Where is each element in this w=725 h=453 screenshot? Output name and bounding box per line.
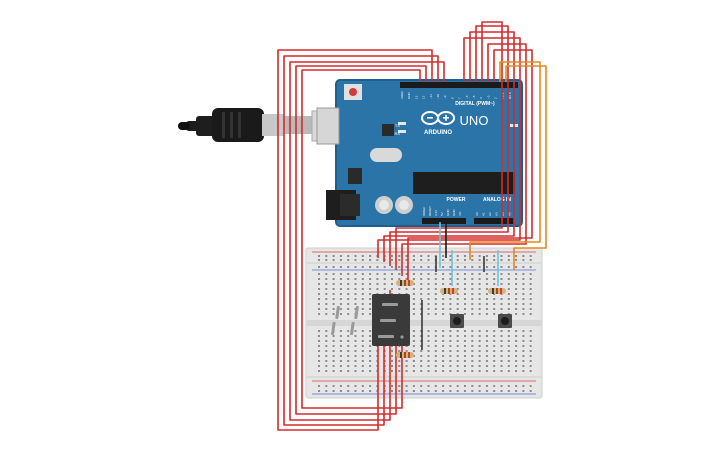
arduino-logo-icon	[421, 111, 455, 125]
analog-header	[474, 218, 514, 224]
arduino-uno-board[interactable]: TX RX ARDUINO UNO DIGITAL (PWM~) POWER A…	[316, 79, 523, 227]
pin-label: 3.3V	[434, 210, 438, 216]
pin-label: A4	[501, 212, 505, 216]
pin-label: GND	[407, 92, 411, 100]
crystal	[370, 148, 402, 162]
pin-label: A2	[488, 212, 492, 216]
usb-chip	[382, 124, 394, 136]
usb-cable	[178, 108, 339, 142]
pin-label: 7	[458, 97, 462, 99]
brand-label: ARDUINO	[424, 130, 452, 136]
pin-label: RX 0	[508, 92, 512, 99]
seven-segment-display: 8	[331, 294, 410, 346]
pin-label: A0	[475, 212, 479, 216]
pin-label: ~10	[436, 94, 440, 99]
pin-label: GND	[452, 209, 456, 217]
pin-label: ~11	[429, 94, 433, 99]
resistor	[440, 288, 458, 294]
pin-label: ~6	[465, 95, 469, 99]
pin-label: RESET	[428, 206, 432, 216]
digital-header	[400, 82, 518, 88]
digital-header-label: DIGITAL (PWM~)	[455, 101, 495, 107]
resistor	[396, 352, 414, 358]
regulator	[348, 168, 362, 184]
atmega-chip	[413, 172, 515, 194]
power-header	[422, 218, 466, 224]
rx-label: RX	[394, 131, 400, 136]
wires	[277, 21, 547, 431]
pin-label: ~5	[472, 95, 476, 99]
pin-label: IOREF	[422, 207, 426, 216]
resistors	[396, 280, 506, 358]
pin-label: 4	[479, 97, 483, 99]
resistor	[488, 288, 506, 294]
resistor	[396, 280, 414, 286]
pin-label: 2	[494, 97, 498, 99]
pin-label: Vin	[458, 211, 462, 216]
pushbutton[interactable]	[450, 314, 464, 328]
model-label: UNO	[460, 113, 489, 128]
tx-label: TX	[395, 123, 400, 128]
pin-label: 5V	[440, 212, 444, 216]
analog-header-label: ANALOG IN	[483, 197, 511, 203]
pin-label: 13	[414, 95, 418, 99]
pin-label: ~3	[486, 95, 490, 99]
pin-label: ~9	[443, 95, 447, 99]
pushbutton[interactable]	[498, 314, 512, 328]
usb-jack	[316, 107, 340, 145]
pin-label: 12	[422, 95, 426, 99]
pin-label: 8	[450, 97, 454, 99]
power-header-label: POWER	[447, 197, 466, 203]
pin-label: AREF	[400, 91, 404, 99]
pin-label: A1	[482, 212, 486, 216]
pin-label: GND	[446, 209, 450, 217]
pin-label: A5	[508, 212, 512, 216]
pin-label: A3	[495, 212, 499, 216]
